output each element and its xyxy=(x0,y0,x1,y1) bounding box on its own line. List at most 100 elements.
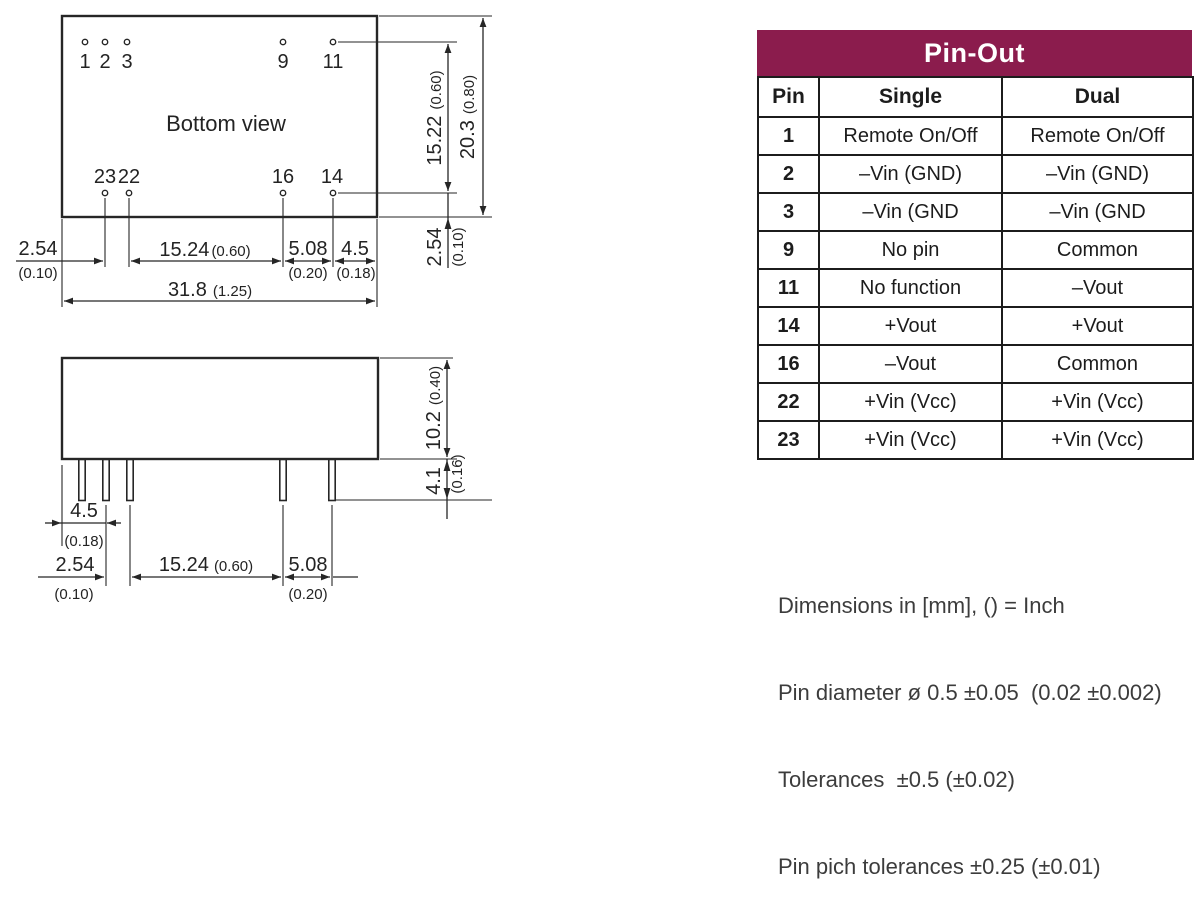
pin-label-22: 22 xyxy=(118,166,140,188)
dim-out-span: 5.08 (0.20) xyxy=(285,238,331,282)
dim-edge-to-pin: 4.5 (0.18) xyxy=(45,500,121,550)
svg-text:15.24(0.60): 15.24(0.60) xyxy=(159,554,253,576)
dual-cell: +Vin (Vcc) xyxy=(1001,420,1194,460)
single-cell: +Vin (Vcc) xyxy=(818,382,1003,422)
extension-lines-side-view xyxy=(61,357,492,586)
table-row: 14 +Vout +Vout xyxy=(757,306,1194,346)
note-line: Dimensions in [mm], () = Inch xyxy=(778,593,1065,618)
dim-out-span-side: 5.08 (0.20) xyxy=(285,554,358,603)
pin-labels-bottom-row: 23 22 16 14 xyxy=(94,166,343,188)
svg-text:(0.18): (0.18) xyxy=(336,265,375,282)
pin-label-3: 3 xyxy=(121,51,132,73)
pinout-header: Pin-Out xyxy=(757,30,1192,76)
pin-cell: 16 xyxy=(757,344,820,384)
single-cell: –Vout xyxy=(818,344,1003,384)
note-line: Tolerances ±0.5 (±0.02) xyxy=(778,767,1015,792)
dim-pin-length: 4.1 (0.16) xyxy=(423,454,466,519)
bottom-view-label: Bottom view xyxy=(166,111,286,136)
table-row: 3 –Vin (GND –Vin (GND xyxy=(757,192,1194,232)
table-row: 16 –Vout Common xyxy=(757,344,1194,384)
dual-cell: Remote On/Off xyxy=(1001,116,1194,156)
dual-cell: –Vin (GND xyxy=(1001,192,1194,232)
pin-cell: 23 xyxy=(757,420,820,460)
pin-hole-22 xyxy=(125,189,133,197)
pin-hole-23 xyxy=(101,189,109,197)
svg-text:(0.20): (0.20) xyxy=(288,586,327,603)
svg-text:4.5: 4.5 xyxy=(70,500,98,522)
pin-cell: 1 xyxy=(757,116,820,156)
pin-cell: 22 xyxy=(757,382,820,422)
note-line: Pin diameter ø 0.5 ±0.05 (0.02 ±0.002) xyxy=(778,680,1162,705)
side-pin xyxy=(126,458,135,502)
single-cell: No function xyxy=(818,268,1003,308)
side-pin xyxy=(278,458,287,502)
svg-text:5.08: 5.08 xyxy=(289,554,328,576)
dim-mid-span: 15.24(0.60) xyxy=(131,239,281,265)
mechanical-drawing-svg: Bottom view 1 2 3 9 11 23 22 16 14 xyxy=(16,14,492,603)
pin-label-11: 11 xyxy=(323,51,344,73)
dim-total-height: 20.3(0.80) xyxy=(457,18,487,215)
svg-text:(0.20): (0.20) xyxy=(288,265,327,282)
dim-pitch-side: 2.54 (0.10) xyxy=(38,554,104,603)
svg-text:2.54: 2.54 xyxy=(19,238,58,260)
dim-edge-span: 4.5 (0.18) xyxy=(335,238,376,282)
dual-cell: Common xyxy=(1001,344,1194,384)
pin-holes-bottom-row xyxy=(101,189,337,197)
svg-text:15.24(0.60): 15.24(0.60) xyxy=(159,239,250,261)
table-row: 22 +Vin (Vcc) +Vin (Vcc) xyxy=(757,382,1194,422)
column-header-pin: Pin xyxy=(757,76,820,118)
pin-label-1: 1 xyxy=(79,51,90,73)
top-view-drawing: Bottom view 1 2 3 9 11 23 22 16 14 xyxy=(16,14,492,307)
pin-label-2: 2 xyxy=(99,51,110,73)
single-cell: +Vin (Vcc) xyxy=(818,420,1003,460)
single-cell: No pin xyxy=(818,230,1003,270)
notes: Dimensions in [mm], () = Inch Pin diamet… xyxy=(778,533,1162,910)
side-view-pins xyxy=(78,458,336,502)
table-row: 23 +Vin (Vcc) +Vin (Vcc) xyxy=(757,420,1194,460)
table-row: 2 –Vin (GND) –Vin (GND) xyxy=(757,154,1194,194)
pin-hole-1 xyxy=(81,38,89,46)
side-pin xyxy=(327,458,336,502)
column-header-row: Pin Single Dual xyxy=(757,76,1194,118)
svg-text:(0.10): (0.10) xyxy=(54,586,93,603)
dim-total-width: 31.8(1.25) xyxy=(64,279,375,305)
column-header-single: Single xyxy=(818,76,1003,118)
dim-pitch-left: 2.54 (0.10) xyxy=(16,238,103,282)
pin-cell: 14 xyxy=(757,306,820,346)
svg-text:20.3(0.80): 20.3(0.80) xyxy=(457,75,479,159)
pin-hole-2 xyxy=(101,38,109,46)
note-line: Pin pich tolerances ±0.25 (±0.01) xyxy=(778,854,1101,879)
svg-text:(0.10): (0.10) xyxy=(18,265,57,282)
svg-text:15.22(0.60): 15.22(0.60) xyxy=(424,70,446,165)
dual-cell: –Vout xyxy=(1001,268,1194,308)
column-header-dual: Dual xyxy=(1001,76,1194,118)
pin-hole-9 xyxy=(279,38,287,46)
side-view-drawing: 10.2(0.40) 4.1 (0.16) 4.5 (0.18) 2.54 (0… xyxy=(38,356,492,603)
module-outline-side-view xyxy=(60,356,380,461)
pin-cell: 2 xyxy=(757,154,820,194)
pin-label-16: 16 xyxy=(272,166,294,188)
pin-cell: 9 xyxy=(757,230,820,270)
dim-mid-span-side: 15.24(0.60) xyxy=(132,554,281,581)
extension-lines-top-view xyxy=(61,15,492,307)
module-outline-bottom-view xyxy=(60,14,379,219)
single-cell: Remote On/Off xyxy=(818,116,1003,156)
svg-text:31.8(1.25): 31.8(1.25) xyxy=(168,279,252,301)
pin-label-9: 9 xyxy=(277,51,288,73)
svg-text:(0.16): (0.16) xyxy=(449,454,466,493)
dual-cell: +Vout xyxy=(1001,306,1194,346)
dual-cell: +Vin (Vcc) xyxy=(1001,382,1194,422)
side-pin xyxy=(102,458,111,502)
table-row: 11 No function –Vout xyxy=(757,268,1194,308)
pin-labels-top-row: 1 2 3 9 11 xyxy=(79,51,343,73)
pinout-table: Pin-Out Pin Single Dual 1 Remote On/Off … xyxy=(757,30,1194,460)
table-row: 1 Remote On/Off Remote On/Off xyxy=(757,116,1194,156)
pin-label-14: 14 xyxy=(321,166,343,188)
pin-hole-16 xyxy=(279,189,287,197)
svg-text:2.54: 2.54 xyxy=(424,228,446,267)
table-row: 9 No pin Common xyxy=(757,230,1194,270)
dual-cell: –Vin (GND) xyxy=(1001,154,1194,194)
svg-text:4.5: 4.5 xyxy=(341,238,369,260)
dim-row-span: 15.22(0.60) xyxy=(424,44,452,191)
svg-text:4.1: 4.1 xyxy=(423,467,445,495)
